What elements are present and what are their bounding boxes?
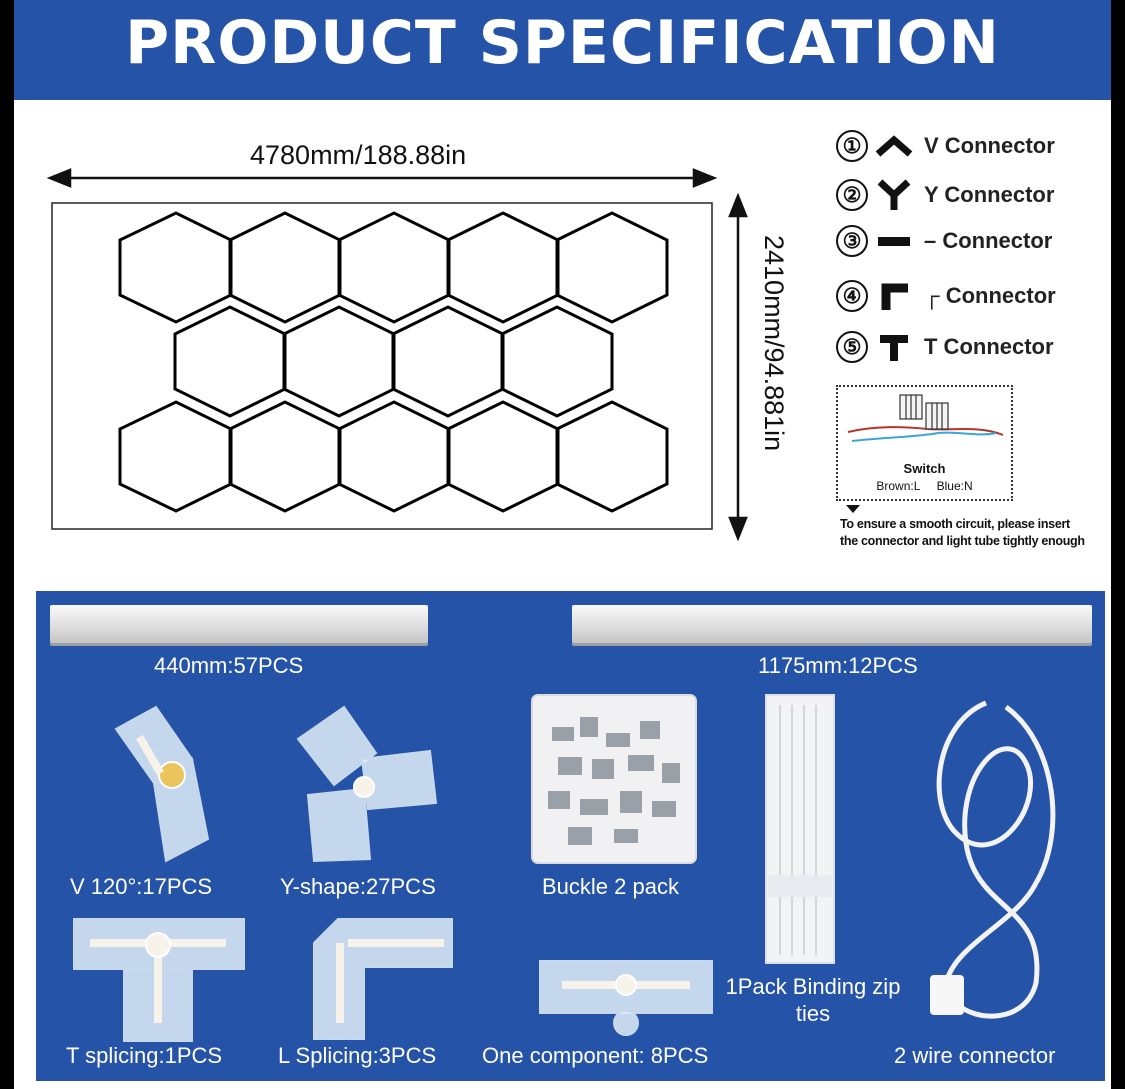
header-banner: PRODUCT SPECIFICATION: [14, 0, 1111, 100]
buckle-bag-image: [531, 694, 697, 864]
hexagon-grid: [118, 211, 669, 513]
product-spec-frame: PRODUCT SPECIFICATION: [14, 0, 1111, 1089]
tube-short-caption: 440mm:57PCS: [154, 653, 304, 678]
t-splicing-image: [73, 918, 245, 1042]
parts-panel: 440mm:57PCS 1175mm:12PCS: [36, 591, 1105, 1081]
t-connector-icon: [868, 331, 920, 363]
tube-1175mm-image: [572, 605, 1092, 643]
l-connector-icon: [868, 280, 920, 312]
panel-outline: [51, 202, 713, 530]
switch-wiring-label: Brown:L Blue:N: [876, 479, 973, 493]
tube-long-caption: 1175mm:12PCS: [758, 653, 918, 678]
l-splicing-image: [313, 918, 453, 1040]
connection-tip-text: To ensure a smooth circuit, please inser…: [840, 517, 1085, 548]
v120-caption: V 120°:17PCS: [70, 874, 213, 899]
wire-image: [930, 700, 1056, 1019]
buckle-caption: Buckle 2 pack: [542, 874, 679, 899]
legend-label: ┌ Connector: [924, 283, 1056, 308]
yshape-caption: Y-shape:27PCS: [280, 874, 436, 899]
switch-wiring-box: Switch Brown:L Blue:N: [836, 385, 1013, 501]
legend-label: T Connector: [924, 334, 1054, 359]
legend-label: – Connector: [924, 228, 1053, 253]
hexagon-layout-diagram: [46, 168, 748, 542]
height-dimension-label: 2410mm/94.881in: [759, 235, 789, 452]
legend-item-l: ④ ┌ Connector: [836, 279, 1056, 313]
one-component-image: [539, 960, 713, 1036]
legend-item-y: ② Y Connector: [836, 178, 1054, 212]
legend-item-straight: ③ – Connector: [836, 224, 1052, 258]
legend-number: ①: [836, 130, 868, 162]
legend-number: ⑤: [836, 331, 868, 363]
l-splicing-caption: L Splicing:3PCS: [278, 1043, 437, 1068]
legend-number: ③: [836, 225, 868, 257]
legend-label: Y Connector: [924, 182, 1055, 207]
legend-item-v: ① V Connector: [836, 129, 1055, 163]
wire-connector-icon: [847, 394, 1004, 442]
t-splicing-caption: T splicing:1PCS: [66, 1043, 223, 1068]
width-arrow: [46, 168, 718, 188]
legend-item-t: ⑤ T Connector: [836, 330, 1054, 364]
wire-caption: 2 wire connector: [894, 1043, 1056, 1068]
legend-label: V Connector: [924, 133, 1055, 158]
height-arrow: [728, 192, 748, 542]
zip-ties-caption: 1Pack Binding zip ties: [725, 974, 901, 1026]
v-connector-image: [114, 705, 210, 863]
pointer-triangle-icon: [846, 505, 860, 513]
legend-number: ④: [836, 280, 868, 312]
switch-title: Switch: [903, 461, 946, 476]
page-title: PRODUCT SPECIFICATION: [125, 8, 1000, 78]
y-connector-icon: [868, 179, 920, 211]
one-component-caption: One component: 8PCS: [482, 1043, 709, 1068]
y-connector-image: [296, 705, 438, 863]
zip-ties-image: [765, 694, 835, 964]
legend-number: ②: [836, 179, 868, 211]
v-connector-icon: [868, 130, 920, 162]
tube-440mm-image: [50, 605, 428, 643]
width-dimension-label: 4780mm/188.88in: [250, 140, 467, 170]
straight-connector-icon: [868, 225, 920, 257]
